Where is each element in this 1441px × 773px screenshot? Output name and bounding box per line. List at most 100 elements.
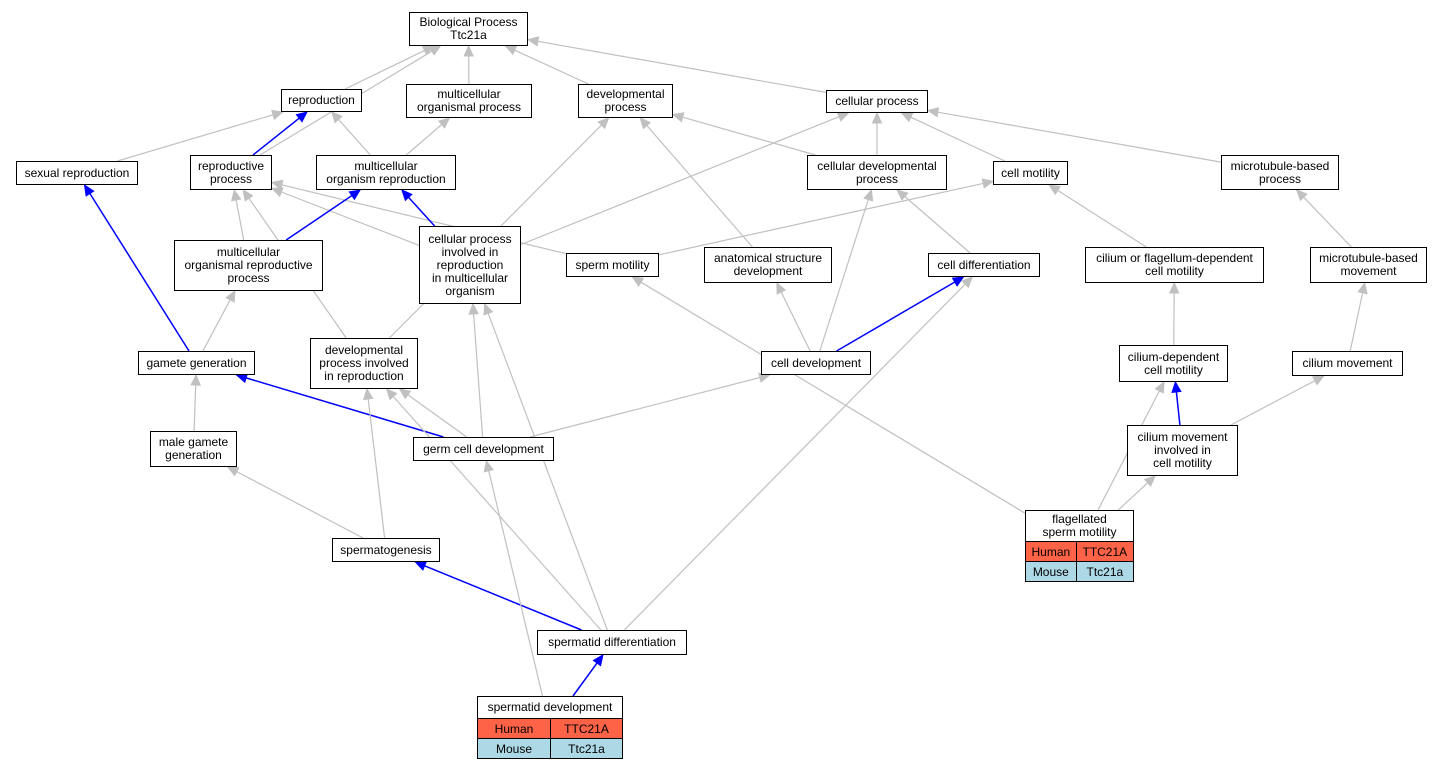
mouse-gene-cell[interactable]: Ttc21a bbox=[550, 738, 623, 759]
node-cell-development[interactable]: cell development bbox=[761, 351, 871, 375]
arrowhead bbox=[836, 112, 850, 122]
edge-multicellular-organismal-reproductive-process-to-multicellular-organism-reproduction bbox=[285, 194, 353, 241]
arrowhead bbox=[1168, 281, 1180, 294]
edge-spermatogenesis-to-developmental-process-involved-in-reproduction bbox=[367, 398, 386, 539]
arrowhead bbox=[348, 189, 362, 201]
human-gene-cell[interactable]: TTC21A bbox=[550, 718, 623, 739]
arrowhead bbox=[1154, 380, 1165, 394]
arrowhead bbox=[421, 45, 435, 56]
arrowhead bbox=[592, 654, 604, 667]
edge-spermatid-differentiation-to-spermatogenesis bbox=[424, 565, 582, 631]
arrowhead bbox=[639, 117, 652, 130]
node-microtubule-based-movement[interactable]: microtubule-based movement bbox=[1310, 247, 1427, 283]
node-cilium-or-flagellum-dependent-cell-motility[interactable]: cilium or flagellum-dependent cell motil… bbox=[1085, 247, 1264, 283]
arrowhead bbox=[330, 111, 343, 124]
arrowhead bbox=[295, 111, 308, 123]
node-sexual-reproduction[interactable]: sexual reproduction bbox=[16, 161, 138, 185]
arrowhead bbox=[961, 276, 974, 289]
arrowhead bbox=[401, 189, 413, 202]
node-spermatogenesis[interactable]: spermatogenesis bbox=[332, 538, 440, 562]
human-gene-cell[interactable]: TTC21A bbox=[1075, 541, 1135, 562]
node-cell-differentiation[interactable]: cell differentiation bbox=[928, 253, 1040, 277]
spermatid-development-title: spermatid development bbox=[477, 696, 623, 719]
arrowhead bbox=[871, 111, 883, 124]
node-multicellular-organism-reproduction[interactable]: multicellular organism reproduction bbox=[316, 155, 456, 190]
node-developmental-process-involved-in-reproduction[interactable]: developmental process involved in reprod… bbox=[310, 338, 418, 389]
arrowhead bbox=[226, 466, 240, 477]
mouse-gene-cell[interactable]: Ttc21a bbox=[1075, 561, 1135, 582]
edge-reproductive-process-to-reproduction bbox=[252, 117, 300, 156]
arrowhead bbox=[190, 373, 201, 386]
edge-anatomical-structure-development-to-developmental-process bbox=[646, 125, 753, 248]
edge-cilium-movement-involved-in-cell-motility-to-cilium-dependent-cell-motility bbox=[1175, 391, 1181, 426]
arrowhead bbox=[437, 117, 451, 129]
arrowhead bbox=[526, 36, 540, 47]
edge-cilium-or-flagellum-dependent-cell-motility-to-cell-motility bbox=[1057, 189, 1147, 248]
node-reproduction[interactable]: reproduction bbox=[281, 89, 362, 112]
node-multicellular-organismal-reproductive-process[interactable]: multicellular organismal reproductive pr… bbox=[174, 240, 323, 291]
edge-sperm-motility-to-cell-motility bbox=[658, 182, 984, 256]
node-cellular-process[interactable]: cellular process bbox=[826, 90, 928, 113]
arrowhead bbox=[1357, 281, 1368, 295]
edge-cellular-developmental-process-to-developmental-process bbox=[682, 116, 816, 156]
node-biological-process[interactable]: Biological Process Ttc21a bbox=[409, 12, 528, 46]
arrowhead bbox=[483, 302, 494, 316]
node-cilium-movement[interactable]: cilium movement bbox=[1292, 351, 1403, 376]
arrowhead bbox=[1311, 375, 1325, 386]
arrowhead bbox=[981, 178, 995, 189]
edge-spermatid-differentiation-to-developmental-process-involved-in-reproduction bbox=[392, 396, 602, 631]
node-cilium-dependent-cell-motility[interactable]: cilium-dependent cell motility bbox=[1119, 345, 1228, 382]
edge-spermatid-differentiation-to-cellular-process-involved-in-reproduction bbox=[487, 313, 608, 631]
arrowhead bbox=[926, 107, 940, 118]
arrowhead bbox=[597, 117, 610, 130]
edge-microtubule-based-movement-to-microtubule-based-process bbox=[1303, 196, 1352, 248]
arrowhead bbox=[776, 281, 787, 295]
mouse-species-cell: Mouse bbox=[477, 738, 551, 759]
edge-germ-cell-development-to-developmental-process-involved-in-reproduction bbox=[407, 394, 468, 438]
edge-male-gamete-generation-to-gamete-generation bbox=[193, 384, 197, 432]
node-anatomical-structure-development[interactable]: anatomical structure development bbox=[704, 247, 832, 283]
edge-developmental-process-to-biological-process bbox=[514, 49, 589, 85]
edge-multicellular-organism-reproduction-to-reproduction bbox=[338, 119, 371, 156]
edge-cell-development-to-anatomical-structure-development bbox=[780, 291, 811, 352]
node-cilium-movement-involved-in-cell-motility[interactable]: cilium movement involved in cell motilit… bbox=[1127, 425, 1238, 476]
arrowhead bbox=[951, 276, 965, 287]
edge-flagellated-sperm-motility-to-cilium-movement-involved-in-cell-motility bbox=[1117, 482, 1149, 511]
node-reproductive-process[interactable]: reproductive process bbox=[190, 155, 272, 190]
node-sperm-motility[interactable]: sperm motility bbox=[566, 253, 659, 277]
node-microtubule-based-process[interactable]: microtubule-based process bbox=[1221, 155, 1339, 190]
edge-cellular-process-involved-in-reproduction-to-cellular-process bbox=[520, 116, 840, 246]
node-spermatid-differentiation[interactable]: spermatid differentiation bbox=[537, 630, 687, 655]
arrowhead bbox=[231, 188, 242, 202]
edge-cell-differentiation-to-cellular-developmental-process bbox=[904, 196, 971, 254]
arrowhead bbox=[631, 276, 645, 287]
node-germ-cell-development[interactable]: germ cell development bbox=[413, 437, 554, 461]
edge-spermatid-development-to-germ-cell-development bbox=[488, 470, 544, 697]
node-cellular-developmental-process[interactable]: cellular developmental process bbox=[807, 155, 947, 190]
arrowhead bbox=[270, 179, 284, 191]
arrowhead bbox=[468, 302, 479, 315]
flagellated-sperm-motility-title: flagellated sperm motility bbox=[1025, 510, 1134, 542]
arrowhead bbox=[428, 45, 442, 56]
edge-microtubule-based-process-to-cellular-process bbox=[937, 111, 1222, 163]
node-gamete-generation[interactable]: gamete generation bbox=[138, 351, 255, 375]
arrowhead bbox=[1048, 184, 1061, 196]
edge-multicellular-organismal-reproductive-process-to-reproductive-process bbox=[235, 199, 245, 241]
node-developmental-process[interactable]: developmental process bbox=[578, 84, 673, 118]
edge-gamete-generation-to-multicellular-organismal-reproductive-process bbox=[202, 299, 231, 352]
edge-germ-cell-development-to-cell-development bbox=[529, 376, 761, 438]
arrowhead bbox=[225, 289, 236, 303]
arrowhead bbox=[242, 189, 254, 202]
node-cell-motility[interactable]: cell motility bbox=[993, 161, 1068, 185]
node-multicellular-organismal-process[interactable]: multicellular organismal process bbox=[406, 84, 532, 118]
node-male-gamete-generation[interactable]: male gamete generation bbox=[150, 431, 237, 467]
edge-spermatogenesis-to-male-gamete-generation bbox=[236, 471, 364, 539]
edge-cilium-movement-to-microtubule-based-movement bbox=[1349, 292, 1364, 352]
arrowhead bbox=[896, 189, 909, 201]
human-species-cell: Human bbox=[477, 718, 551, 739]
node-flagellated-sperm-motility[interactable]: flagellated sperm motility Human TTC21A … bbox=[1025, 510, 1135, 582]
node-cellular-process-involved-in-reproduction[interactable]: cellular process involved in reproductio… bbox=[419, 226, 521, 304]
node-spermatid-development[interactable]: spermatid development Human TTC21A Mouse… bbox=[477, 696, 623, 759]
